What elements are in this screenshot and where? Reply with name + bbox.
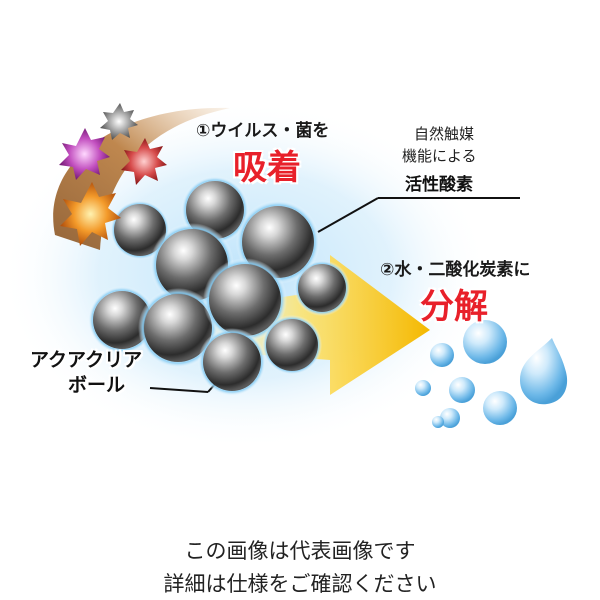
water-droplets [415, 320, 568, 428]
step1-label: ①ウイルス・菌を [196, 121, 330, 141]
ball-label-line2: ボール [68, 374, 126, 396]
ball-icon [138, 288, 218, 368]
ball-pointer-line [149, 387, 209, 393]
ball-icon [294, 260, 350, 316]
water-droplet-icon [415, 380, 431, 396]
virus-icon [100, 103, 138, 140]
step2-label: ②水・二酸化炭素に [380, 260, 531, 280]
water-droplet-icon [440, 408, 460, 428]
ball-label-line1: アクアクリア [30, 349, 143, 371]
aquaclear-balls [88, 176, 350, 396]
ball-icon [203, 258, 287, 342]
ball-icon [262, 315, 322, 375]
virus-group [59, 103, 167, 246]
water-droplet-icon [520, 338, 568, 405]
catalyst-line3: 活性酸素 [405, 175, 473, 195]
water-droplet-icon [430, 343, 454, 367]
virus-icon [60, 182, 121, 246]
water-droplet-icon [449, 377, 475, 403]
ball-icon [88, 286, 156, 354]
catalyst-line1: 自然触媒 [414, 125, 475, 143]
virus-icon [59, 128, 110, 180]
step2-action: 分解 [420, 287, 488, 327]
step1-action: 吸着 [233, 148, 301, 188]
ball-icon [198, 328, 266, 396]
footer-line2: 詳細は仕様をご確認ください [163, 572, 437, 596]
catalyst-pointer-line [317, 197, 379, 233]
virus-icon [121, 138, 167, 185]
footer-line1: この画像は代表画像です [184, 539, 416, 563]
ball-icon [110, 200, 170, 260]
catalyst-line2: 機能による [402, 147, 477, 165]
water-droplet-icon [432, 416, 444, 428]
water-droplet-icon [463, 320, 507, 364]
water-droplet-icon [483, 391, 517, 425]
